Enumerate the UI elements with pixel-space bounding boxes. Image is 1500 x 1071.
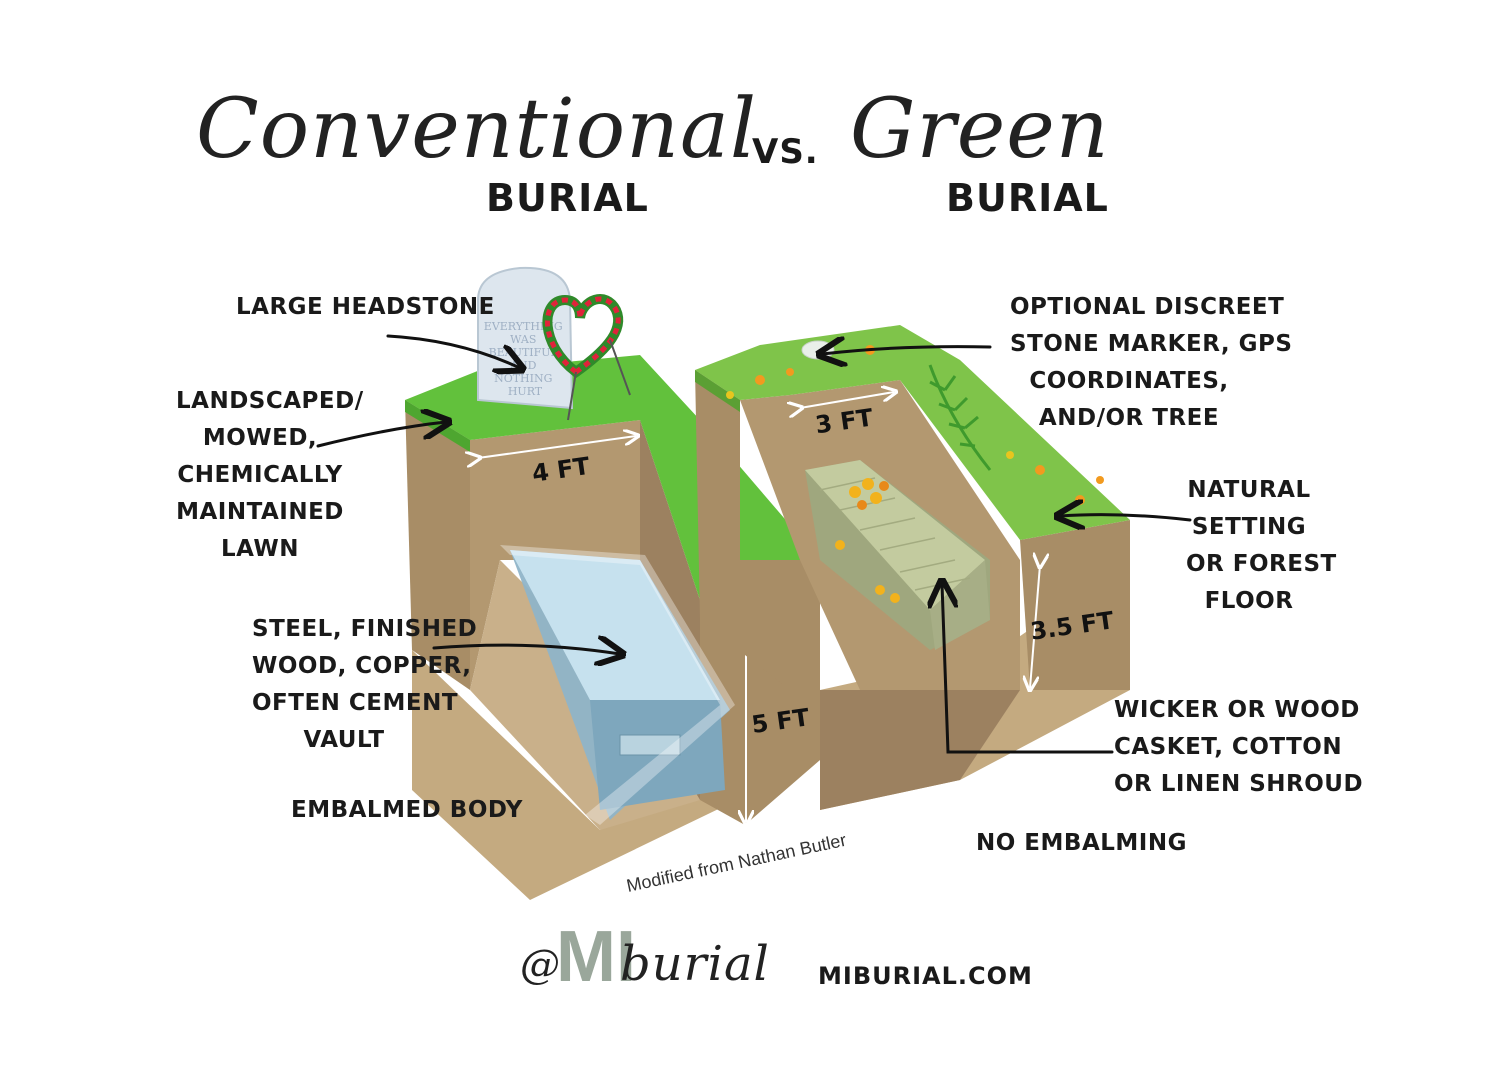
- logo-burial-script: burial: [620, 936, 770, 992]
- no-embalming-label: NO EMBALMING: [976, 830, 1187, 856]
- lawn-label: LANDSCAPED/ MOWED, CHEMICALLY MAINTAINED…: [176, 388, 364, 562]
- green-plot: 3 FT 3.5 FT: [695, 325, 1130, 810]
- pointer-arrows: [316, 334, 1192, 754]
- conventional-outer-wall: [405, 400, 470, 690]
- green-grass: [695, 325, 1130, 540]
- website-link[interactable]: MIBURIAL.COM: [818, 962, 1033, 990]
- casket-arrow: [432, 645, 620, 654]
- logo-mi-mark: MI: [556, 917, 636, 997]
- width-3ft-line: [800, 392, 894, 408]
- headstone-arrow: [386, 334, 520, 368]
- green-script-title: Green: [850, 82, 1110, 177]
- lawn-arrow: [316, 422, 446, 448]
- flower-bouquet-icon: [835, 478, 900, 603]
- vs-label: VS.: [752, 132, 819, 172]
- natural-setting-label: NATURAL SETTING OR FOREST FLOOR: [1186, 477, 1337, 614]
- miburial-logo: @ MI burial: [520, 917, 820, 1000]
- wicker-casket-label: WICKER OR WOOD CASKET, COTTON OR LINEN S…: [1114, 697, 1364, 797]
- discreet-stone-marker: [801, 340, 835, 360]
- conventional-plot: EVERYTHING WAS BEAUTIFUL AND NOTHING HUR…: [405, 266, 820, 900]
- embalmed-body-label: EMBALMED BODY: [291, 797, 523, 823]
- width-4ft-line: [478, 436, 636, 458]
- image-credit: Modified from Nathan Butler: [625, 830, 848, 896]
- green-hole-floor: [820, 690, 1020, 810]
- conventional-burial-heading: BURIAL: [486, 176, 649, 220]
- steel-casket: [500, 545, 735, 825]
- green-left-wall: [695, 370, 820, 690]
- logo-at-sign: @: [520, 942, 561, 988]
- fern-icon: [928, 364, 992, 471]
- stone-marker-label: OPTIONAL DISCREET STONE MARKER, GPS COOR…: [1010, 294, 1293, 431]
- headstone-label: LARGE HEADSTONE: [236, 294, 495, 320]
- green-burial-heading: BURIAL: [946, 176, 1109, 220]
- conventional-script-title: Conventional: [196, 82, 758, 177]
- heart-wreath-icon: [542, 294, 631, 421]
- conventional-ground-floor: [412, 650, 820, 900]
- depth-3-5ft-line: [1030, 565, 1040, 688]
- wicker-casket-arrow: [942, 584, 1114, 754]
- casket-material-label: STEEL, FINISHED WOOD, COPPER, OFTEN CEME…: [252, 616, 478, 753]
- natural-setting-arrow: [1060, 515, 1192, 520]
- marker-arrow: [822, 347, 992, 354]
